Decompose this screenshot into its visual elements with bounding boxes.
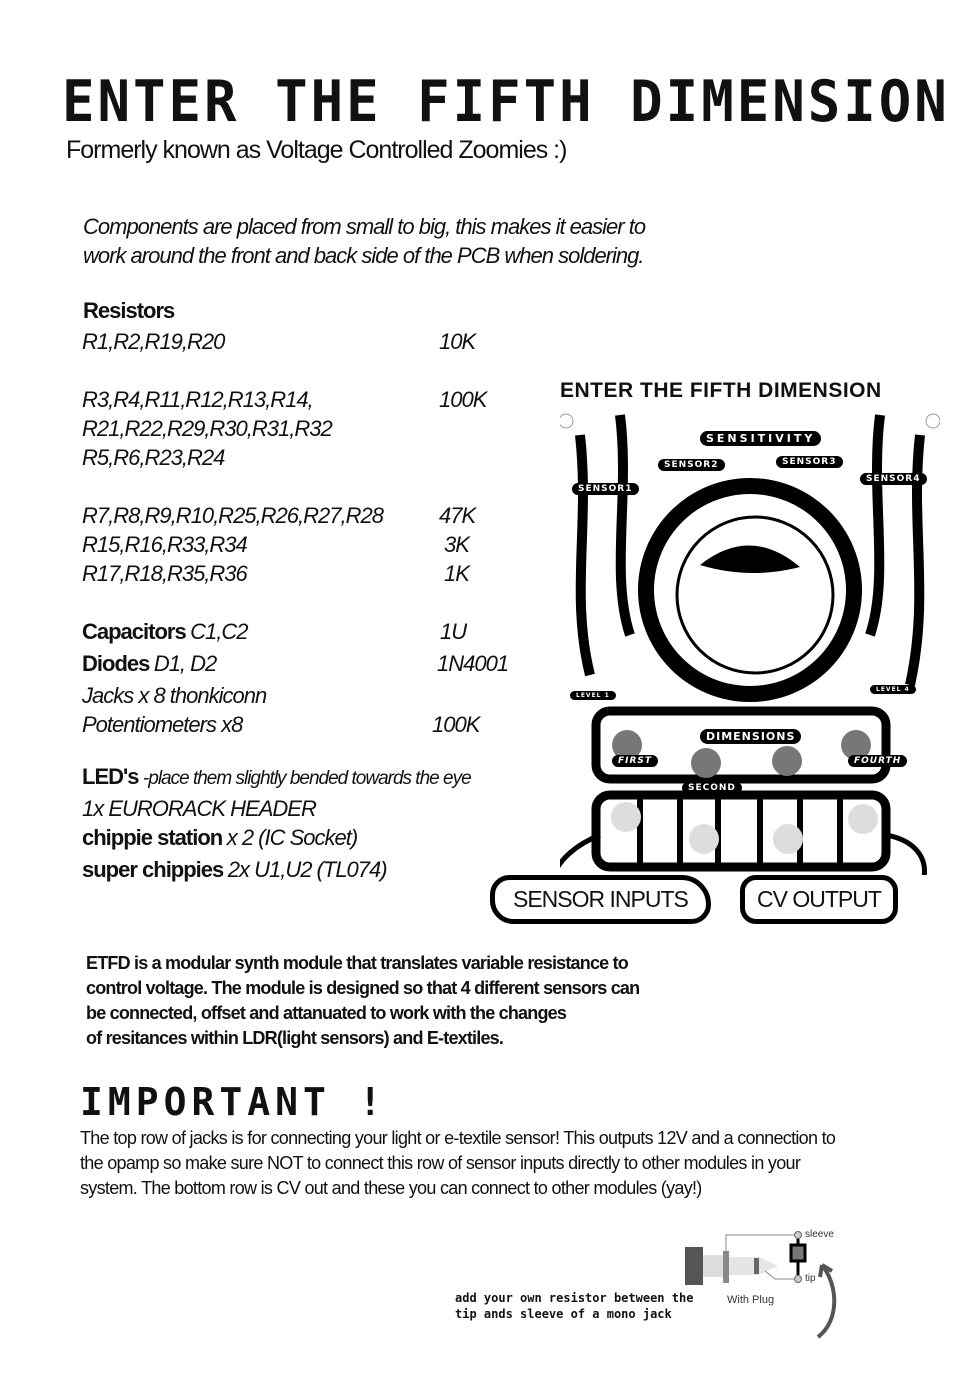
resistor-value: 3K	[444, 532, 470, 557]
panel-sensor2-label: SENSOR2	[658, 459, 725, 471]
jacks: Jacks x 8 thonkiconn	[82, 683, 267, 708]
subtitle: Formerly known as Voltage Controlled Zoo…	[66, 136, 567, 164]
resistor-list: R1,R2,R19,R20 10K R3,R4,R11,R12,R13,R14, 1…	[82, 327, 542, 588]
page-title: ENTER THE FIFTH DIMENSION	[62, 68, 950, 135]
capacitors-label: Capacitors	[82, 619, 187, 644]
resistor-refs: R3,R4,R11,R12,R13,R14,	[82, 387, 314, 412]
resistors-heading: Resistors	[83, 298, 175, 323]
note-line: add your own resistor between the	[455, 1291, 694, 1305]
resistor-value: 47K	[439, 503, 476, 528]
description-line: be connected, offset and attanuated to w…	[86, 1003, 567, 1023]
resistor-value: 10K	[439, 329, 476, 354]
panel-sensor1-label: SENSOR1	[572, 483, 639, 495]
panel-title: ENTER THE FIFTH DIMENSION	[560, 379, 882, 402]
description-line: ETFD is a modular synth module that tran…	[86, 953, 629, 973]
resistor-refs: R1,R2,R19,R20	[82, 329, 225, 354]
panel-level4-label: LEVEL 4	[870, 685, 916, 694]
sensor-inputs-callout: SENSOR INPUTS	[490, 875, 711, 924]
assembly-list: LED's -place them slightly bended toward…	[82, 762, 472, 887]
resistor-refs: R15,R16,R33,R34	[82, 532, 248, 557]
capacitors-refs: C1,C2	[190, 619, 248, 644]
tip-label: tip	[805, 1273, 816, 1284]
resistor-refs: R21,R22,R29,R30,R31,R32	[82, 416, 333, 441]
panel-second-label: SECOND	[682, 782, 742, 794]
super-chippies-note: 2x U1,U2 (TL074)	[227, 857, 388, 882]
panel-dimensions-label: DIMENSIONS	[700, 729, 802, 744]
resistor-value: 100K	[439, 387, 487, 412]
other-components: Capacitors C1,C2 1U Diodes D1, D2 1N4001 J…	[82, 617, 509, 739]
pots-value: 100K	[432, 712, 480, 737]
description-line: control voltage. The module is designed …	[86, 978, 640, 998]
module-description: ETFD is a modular synth module that tran…	[86, 951, 640, 1051]
capacitors-value: 1U	[440, 619, 467, 644]
panel-level1-label: LEVEL 1	[570, 691, 616, 700]
pots: Potentiometers x8	[82, 712, 243, 737]
diodes-value: 1N4001	[437, 651, 509, 676]
panel-artwork	[560, 413, 940, 875]
important-heading: IMPORTANT !	[80, 1080, 387, 1124]
resistor-refs: R5,R6,R23,R24	[82, 445, 225, 470]
header-item: 1x EURORACK HEADER	[82, 796, 317, 821]
intro-line: work around the front and back side of t…	[83, 243, 644, 268]
panel-sensor3-label: SENSOR3	[776, 456, 843, 468]
mono-jack-diagram	[685, 1231, 837, 1339]
resistor-note: add your own resistor between the tip an…	[455, 1290, 693, 1322]
chippie-note: x 2 (IC Socket)	[226, 825, 358, 850]
leds-label: LED's	[82, 764, 139, 789]
panel-illustration: ENTER THE FIFTH DIMENSION SENSITIVITY SE…	[560, 375, 940, 875]
diodes-label: Diodes	[82, 651, 150, 676]
super-chippies-label: super chippies	[82, 857, 224, 882]
cv-output-callout: CV OUTPUT	[740, 875, 898, 924]
panel-sensitivity-label: SENSITIVITY	[700, 431, 822, 446]
description-line: of resitances within LDR(light sensors) …	[86, 1028, 504, 1048]
panel-first-label: FIRST	[612, 755, 659, 767]
chippie-label: chippie station	[82, 825, 223, 850]
with-plug-label: With Plug	[727, 1294, 775, 1306]
important-text: The top row of jacks is for connecting y…	[80, 1128, 836, 1198]
panel-fourth-label: FOURTH	[848, 755, 908, 767]
intro-line: Components are placed from small to big,…	[83, 214, 646, 239]
diodes-refs: D1, D2	[153, 651, 217, 676]
resistor-refs: R17,R18,R35,R36	[82, 561, 248, 586]
resistor-refs: R7,R8,R9,R10,R25,R26,R27,R28	[82, 503, 384, 528]
note-line: tip ands sleeve of a mono jack	[455, 1307, 672, 1321]
panel-sensor4-label: SENSOR4	[860, 473, 927, 485]
sleeve-label: sleeve	[805, 1229, 834, 1240]
intro: Components are placed from small to big,…	[83, 212, 646, 270]
leds-note: -place them slightly bended towards the …	[142, 768, 472, 789]
resistor-value: 1K	[444, 561, 470, 586]
